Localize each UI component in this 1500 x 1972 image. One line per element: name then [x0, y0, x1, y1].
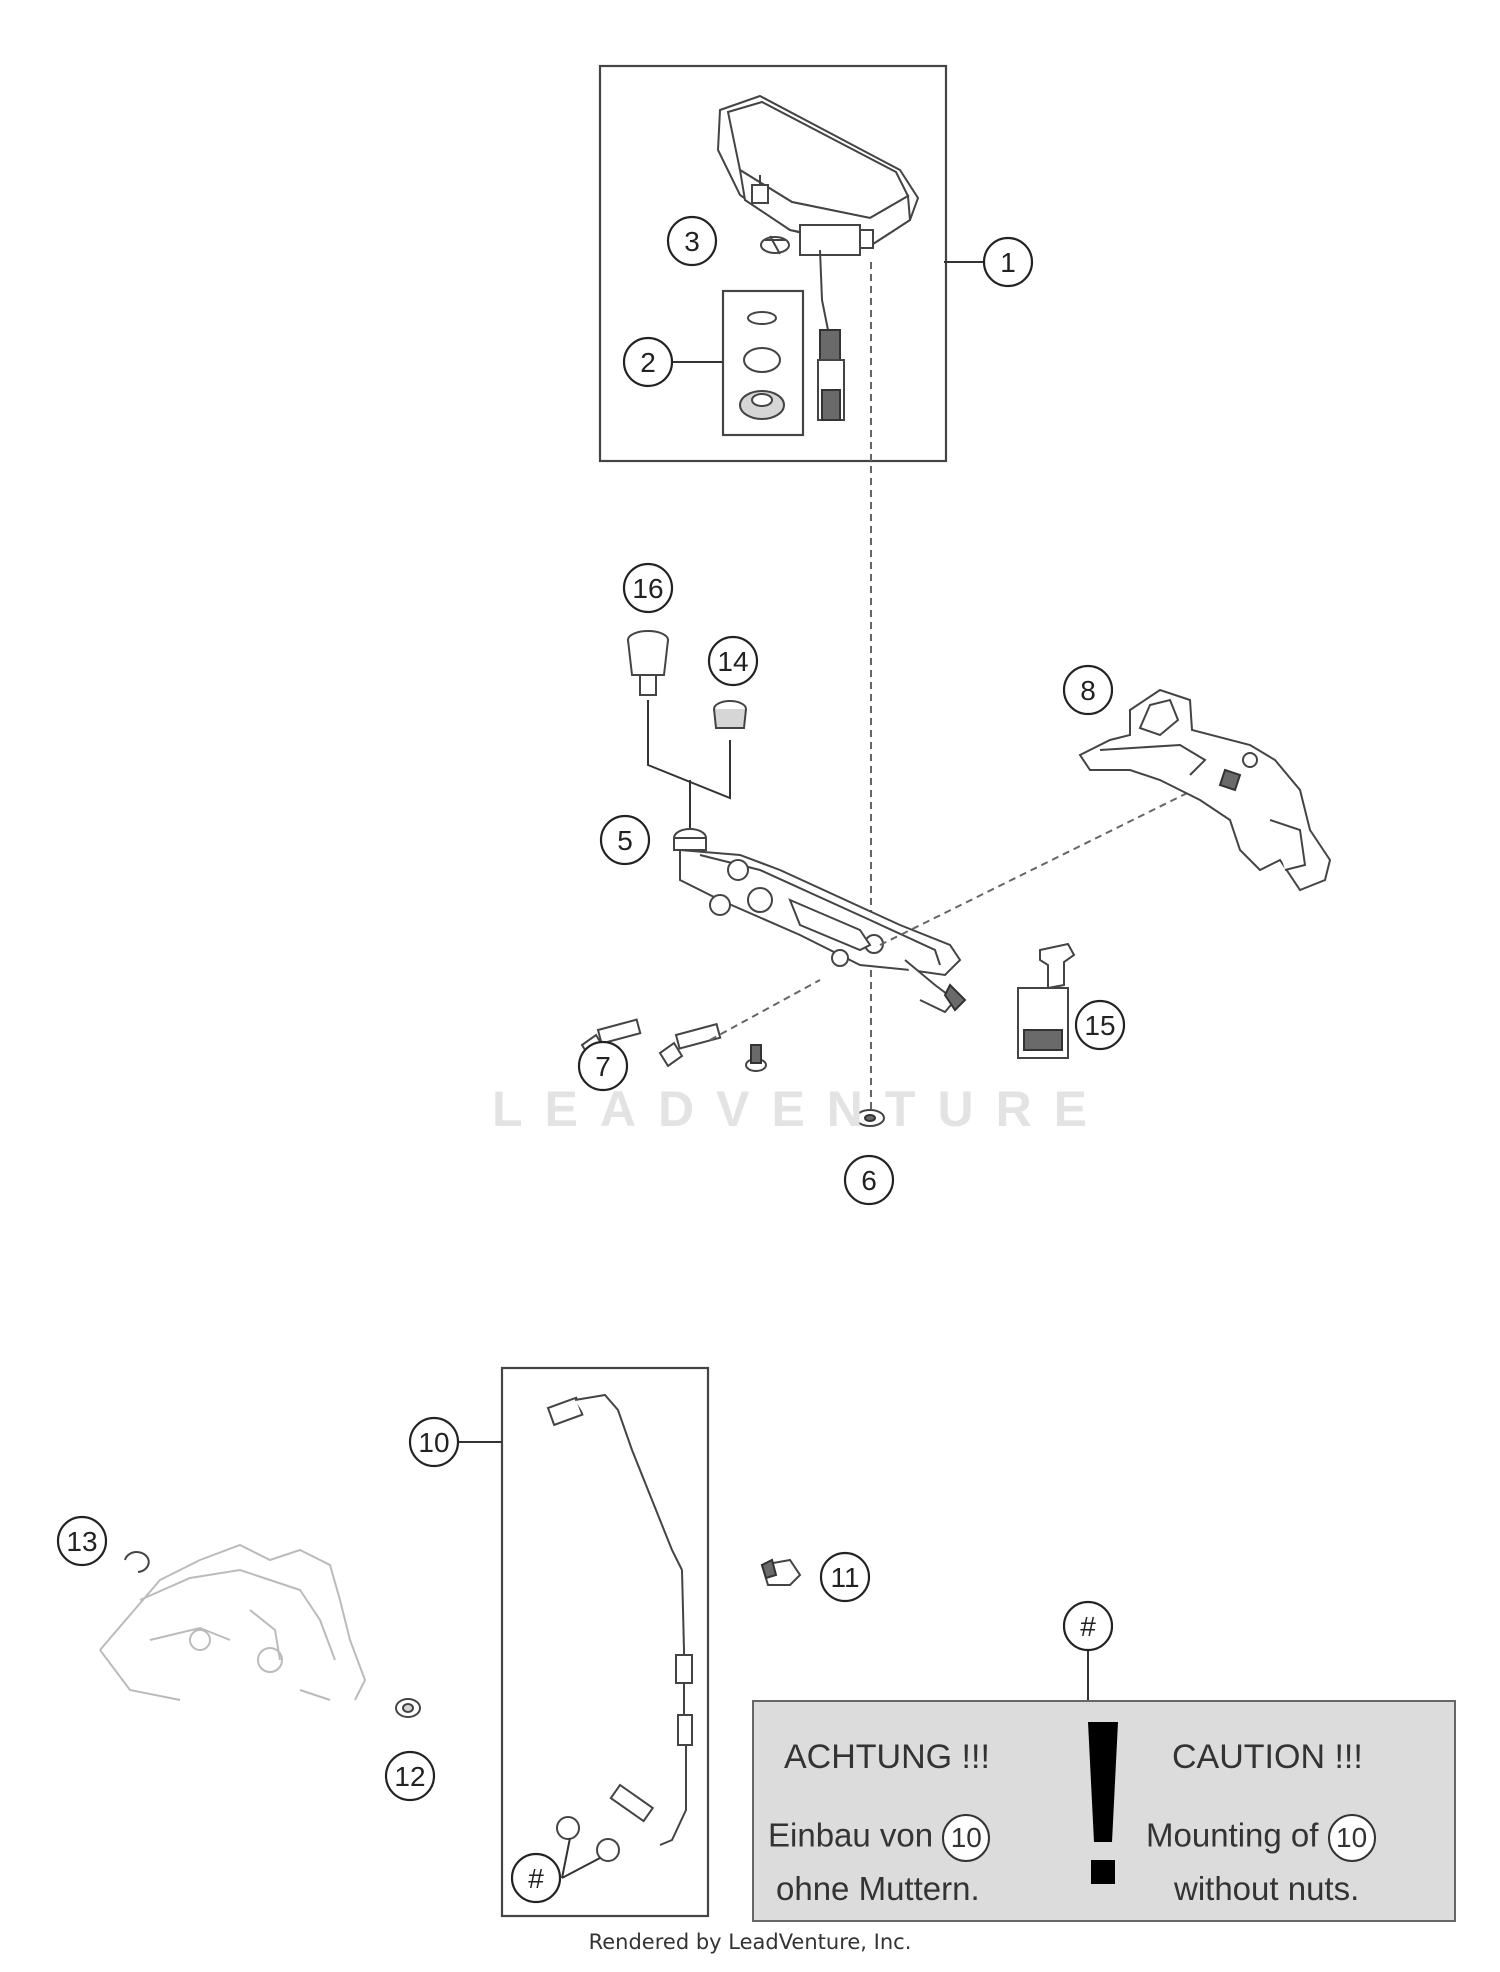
- callout-1[interactable]: 1: [982, 236, 1034, 288]
- callout-12[interactable]: 12: [384, 1750, 436, 1802]
- bushing-part-5[interactable]: [673, 828, 707, 851]
- callout-12-label: 12: [394, 1761, 425, 1792]
- callout-11[interactable]: 11: [819, 1551, 871, 1603]
- callout-10-label: 10: [418, 1427, 449, 1458]
- english-part-ref[interactable]: 10: [1327, 1814, 1376, 1862]
- english-warning-line-1: Mounting of 10: [1146, 1814, 1376, 1862]
- callout-10[interactable]: 10: [408, 1416, 460, 1468]
- callout-8[interactable]: 8: [1062, 664, 1114, 716]
- callout-6-label: 6: [861, 1165, 877, 1196]
- callout-13-label: 13: [66, 1526, 97, 1557]
- callout-5-label: 5: [617, 825, 633, 856]
- speed-sensor-cable-part-10[interactable]: [546, 1393, 693, 1846]
- callout-8-label: 8: [1080, 675, 1096, 706]
- callout-hash-top-label: #: [1080, 1611, 1096, 1642]
- watermark-text: LEADVENTURE: [492, 1081, 1110, 1137]
- callout-2[interactable]: 2: [622, 336, 674, 388]
- dashboard-group-frame: [598, 64, 948, 463]
- lead-hash-bottom: [561, 1837, 601, 1879]
- screw-small[interactable]: [745, 1044, 767, 1072]
- callout-3[interactable]: 3: [666, 215, 718, 267]
- german-warning-heading: ACHTUNG !!!: [784, 1738, 990, 1776]
- callout-7[interactable]: 7: [577, 1040, 629, 1092]
- german-warning-line-2: ohne Muttern.: [776, 1870, 980, 1907]
- callout-14[interactable]: 14: [707, 635, 759, 687]
- axis-line-bolt-7: [709, 979, 821, 1041]
- callout-2-label: 2: [640, 347, 656, 378]
- speed-sensor-group-frame: [500, 1366, 710, 1918]
- callout-15-label: 15: [1084, 1010, 1115, 1041]
- assembly-line-16-14: [647, 700, 731, 830]
- callout-5[interactable]: 5: [599, 814, 651, 866]
- english-warning-heading: CAUTION !!!: [1172, 1738, 1363, 1776]
- german-warning-line-1: Einbau von 10: [768, 1814, 991, 1862]
- callout-13[interactable]: 13: [56, 1515, 108, 1567]
- ring-part-13[interactable]: [124, 1551, 150, 1573]
- grommet-kit-part-2[interactable]: [739, 311, 785, 420]
- nut-pair-hash[interactable]: [556, 1816, 620, 1862]
- callout-14-label: 14: [717, 646, 748, 677]
- callout-16-label: 16: [632, 573, 663, 604]
- dashboard-unit[interactable]: [716, 94, 920, 421]
- nut-part-3[interactable]: [760, 235, 790, 255]
- washer-part-6[interactable]: [855, 1109, 885, 1127]
- english-warning-line-2: without nuts.: [1174, 1870, 1360, 1907]
- caution-panel: ACHTUNG !!! Einbau von 10 ohne Muttern. …: [752, 1700, 1456, 1922]
- switch-part-15[interactable]: [1017, 942, 1076, 1059]
- callout-3-label: 3: [684, 226, 700, 257]
- callout-6[interactable]: 6: [843, 1154, 895, 1206]
- callout-hash-top[interactable]: #: [1062, 1600, 1114, 1652]
- bracket-plate[interactable]: [679, 848, 967, 1014]
- german-part-ref[interactable]: 10: [942, 1814, 991, 1862]
- callout-15[interactable]: 15: [1074, 999, 1126, 1051]
- axis-line-bracket: [879, 761, 1251, 946]
- english-mounting-text: Mounting of: [1146, 1816, 1319, 1854]
- callout-hash-bottom[interactable]: #: [510, 1852, 562, 1904]
- german-mounting-text: Einbau von: [768, 1816, 934, 1854]
- bolt-part-16[interactable]: [627, 630, 669, 696]
- callout-hash-bottom-label: #: [528, 1863, 544, 1894]
- exclamation-icon: [1088, 1722, 1118, 1884]
- bushing-part-12[interactable]: [395, 1698, 421, 1718]
- footer-credit: Rendered by LeadVenture, Inc.: [588, 1930, 912, 1954]
- holder-part-8[interactable]: [1078, 688, 1332, 892]
- callout-7-label: 7: [595, 1051, 611, 1082]
- callout-16[interactable]: 16: [622, 562, 674, 614]
- brake-caliper-outline: [99, 1543, 367, 1701]
- callout-1-label: 1: [1000, 247, 1016, 278]
- clip-part-11[interactable]: [760, 1558, 802, 1586]
- callout-11-label: 11: [830, 1562, 859, 1593]
- bolt-part-7-lower[interactable]: [658, 1022, 722, 1068]
- cap-part-14[interactable]: [713, 700, 747, 729]
